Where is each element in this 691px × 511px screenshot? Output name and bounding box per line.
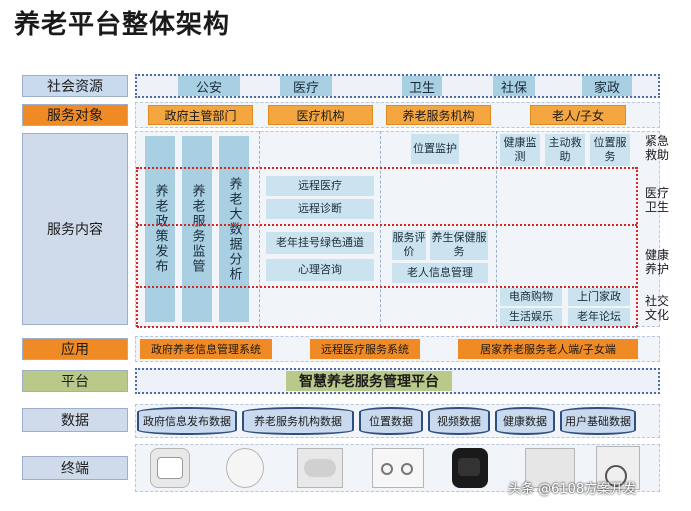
target-elderly-care-institution: 养老服务机构 xyxy=(386,105,491,125)
side-medical-health: 医疗卫生 xyxy=(644,186,669,215)
service-evaluation: 服务评价 xyxy=(392,230,426,260)
target-government: 政府主管部门 xyxy=(148,105,253,125)
band-line-3 xyxy=(137,286,637,288)
watch-face xyxy=(458,458,480,476)
data-video: 视频数据 xyxy=(428,407,490,435)
label-terminal: 终端 xyxy=(22,456,128,480)
gov-policy-column: 养老政策发布 xyxy=(145,136,175,322)
health-products: 养生保健服务 xyxy=(430,230,488,260)
terminal-smartwatch-icon xyxy=(452,448,488,488)
band-line-2 xyxy=(137,224,637,226)
gov-supervision-column: 养老服务监管 xyxy=(182,136,212,322)
label-resources: 社会资源 xyxy=(22,75,128,97)
terminal-wearable-icon xyxy=(150,448,190,488)
data-health: 健康数据 xyxy=(495,407,555,435)
device-screen xyxy=(157,457,183,479)
data-institutions: 养老服务机构数据 xyxy=(242,407,354,435)
app-remote-medical-system: 远程医疗服务系统 xyxy=(310,339,420,359)
data-user-base: 用户基础数据 xyxy=(560,407,636,435)
resource-police: 公安 xyxy=(178,76,240,96)
green-channel: 老年挂号绿色通道 xyxy=(266,232,374,254)
app-home-care-system: 居家养老服务老人端/子女端 xyxy=(458,339,638,359)
label-content: 服务内容 xyxy=(22,133,128,325)
data-location: 位置数据 xyxy=(359,407,423,435)
side-social-culture: 社交文化 xyxy=(644,294,669,323)
col-divider-1 xyxy=(259,131,260,327)
label-application: 应用 xyxy=(22,338,128,360)
cuff-shape xyxy=(304,459,336,477)
label-targets: 服务对象 xyxy=(22,104,128,126)
remote-medical: 远程医疗 xyxy=(266,176,374,196)
entertainment: 生活娱乐 xyxy=(500,308,562,326)
page-title: 养老平台整体架构 xyxy=(14,10,231,40)
side-health-care: 健康养护 xyxy=(644,248,669,277)
gov-bigdata-column: 养老大数据分析 xyxy=(219,136,249,322)
resource-social-security: 社保 xyxy=(493,76,535,96)
resource-health: 卫生 xyxy=(402,76,442,96)
home-housekeeping: 上门家政 xyxy=(568,288,630,306)
label-platform: 平台 xyxy=(22,370,128,392)
resource-medical: 医疗 xyxy=(280,76,332,96)
data-gov: 政府信息发布数据 xyxy=(137,407,237,435)
platform-name: 智慧养老服务管理平台 xyxy=(286,371,452,391)
psych-consult: 心理咨询 xyxy=(266,259,374,281)
target-elderly-children: 老人/子女 xyxy=(530,105,626,125)
location-monitor: 位置监护 xyxy=(411,134,459,164)
health-monitoring: 健康监测 xyxy=(500,134,540,166)
terminal-wheelchair-icon xyxy=(596,446,640,490)
band-right-edge xyxy=(636,167,638,327)
remote-diagnosis: 远程诊断 xyxy=(266,199,374,219)
target-medical-institution: 医疗机构 xyxy=(268,105,373,125)
ecommerce: 电商购物 xyxy=(500,288,562,306)
terminal-health-station-icon xyxy=(525,448,575,488)
app-gov-system: 政府养老信息管理系统 xyxy=(140,339,272,359)
resource-housekeeping: 家政 xyxy=(582,76,632,96)
band-line-1 xyxy=(137,167,637,169)
active-rescue: 主动救助 xyxy=(545,134,585,166)
elderly-info-mgmt: 老人信息管理 xyxy=(392,263,488,283)
sensor-node-left xyxy=(381,463,393,475)
band-left-edge xyxy=(136,167,138,327)
col-divider-2 xyxy=(380,131,381,327)
band-line-4 xyxy=(137,326,637,328)
watermark: 头条 @6108方案开发 xyxy=(508,482,637,497)
terminal-pendant-icon xyxy=(226,448,264,488)
col-divider-3 xyxy=(496,131,497,327)
side-emergency-rescue: 紧急救助 xyxy=(644,134,669,163)
label-data: 数据 xyxy=(22,408,128,432)
terminal-sensor-icon xyxy=(372,448,424,488)
terminal-blood-pressure-icon xyxy=(297,448,343,488)
sensor-node-right xyxy=(401,463,413,475)
wheel xyxy=(605,465,627,487)
elderly-forum: 老年论坛 xyxy=(568,308,630,326)
position-service: 位置服务 xyxy=(590,134,630,166)
